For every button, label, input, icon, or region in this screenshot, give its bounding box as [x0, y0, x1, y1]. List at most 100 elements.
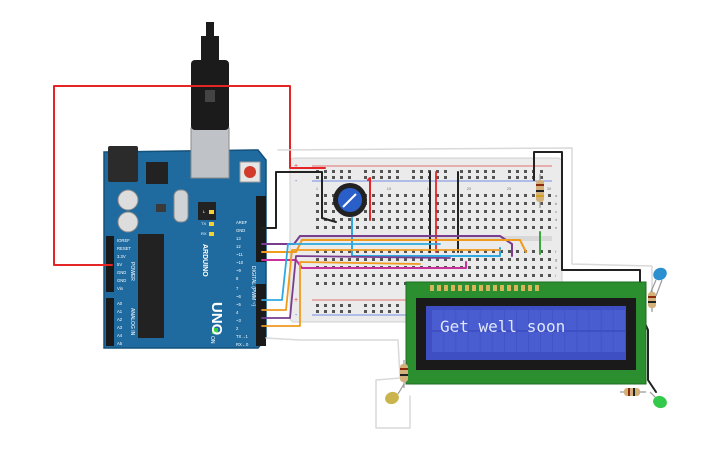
bb-hole — [372, 258, 375, 261]
bb-row-letter-2: c — [555, 209, 557, 214]
bb-rail-hole — [460, 176, 463, 179]
bb-hole — [468, 226, 471, 229]
rail-plus-label-bottom: + — [294, 297, 298, 304]
led-blue[interactable] — [649, 265, 669, 297]
bb-hole — [412, 210, 415, 213]
bb-rail-hole — [492, 170, 495, 173]
bb-rail-hole — [540, 176, 543, 179]
lcd-cell — [540, 310, 553, 330]
bb-hole — [500, 266, 503, 269]
bb-hole — [404, 274, 407, 277]
wire-orange-4[interactable] — [261, 249, 501, 311]
bb-hole — [468, 274, 471, 277]
bb-hole — [356, 250, 359, 253]
bb-hole — [420, 202, 423, 205]
wire-red-5v[interactable] — [53, 85, 326, 266]
arduino-uno-board[interactable]: ARDUINO UNO ON L TX RX POWER ANALOG IN D… — [103, 127, 267, 349]
bb-rail-hole — [364, 310, 367, 313]
bb-hole — [380, 210, 383, 213]
lcd-cell — [504, 310, 517, 330]
digital-pin-label-b3: 4 — [236, 310, 239, 315]
bb-rail-hole — [340, 310, 343, 313]
bb-hole — [540, 226, 543, 229]
bb-hole — [396, 274, 399, 277]
bb-hole — [548, 274, 551, 277]
wires[interactable] — [53, 85, 657, 429]
bb-hole — [500, 274, 503, 277]
wire-orange-11[interactable] — [261, 239, 527, 253]
wire-gray-top[interactable] — [277, 147, 653, 311]
power-pin-label-1: RESET — [117, 246, 131, 251]
wire-purple-3[interactable] — [261, 255, 451, 319]
bb-hole — [452, 250, 455, 253]
bb-hole — [388, 218, 391, 221]
wire-red-rail[interactable] — [367, 177, 371, 221]
wire-black-gnd[interactable] — [261, 171, 337, 229]
bb-hole — [404, 194, 407, 197]
bb-rail-hole — [380, 176, 383, 179]
bb-rail-hole — [324, 310, 327, 313]
resistor-yellow-led[interactable] — [400, 360, 408, 388]
l-led — [209, 210, 214, 214]
bb-hole — [484, 258, 487, 261]
bb-hole — [548, 250, 551, 253]
dc-jack — [108, 146, 138, 182]
bb-hole — [492, 266, 495, 269]
resistor-blue-led[interactable] — [648, 290, 656, 312]
bb-hole — [436, 218, 439, 221]
bb-rail-hole — [364, 170, 367, 173]
potentiometer[interactable] — [333, 183, 367, 217]
lcd-pin — [437, 285, 441, 291]
bb-hole — [484, 194, 487, 197]
capacitor-1 — [117, 189, 139, 211]
bb-hole — [444, 226, 447, 229]
bb-rail-hole — [348, 304, 351, 307]
bb-rail-hole — [324, 170, 327, 173]
bb-hole — [516, 194, 519, 197]
lcd-cell — [468, 332, 480, 352]
bb-hole — [548, 194, 551, 197]
lcd-text: Get well soon — [440, 317, 565, 336]
led-green[interactable] — [649, 391, 669, 410]
wire-magenta[interactable] — [261, 259, 467, 269]
bb-hole — [468, 194, 471, 197]
wire-black-lcd[interactable] — [533, 151, 657, 393]
bb-hole — [420, 226, 423, 229]
bb-hole — [532, 266, 535, 269]
bb-hole — [516, 266, 519, 269]
bb-row-letter-8: i — [555, 273, 556, 278]
lcd-pin — [479, 285, 483, 291]
usb-cable[interactable] — [191, 22, 229, 130]
wire-gray-led[interactable] — [265, 337, 411, 429]
bb-hole — [492, 210, 495, 213]
bb-hole — [364, 282, 367, 285]
bb-rail-hole — [540, 170, 543, 173]
digital-pin-label-1: GND — [236, 228, 245, 233]
bb-hole — [540, 218, 543, 221]
bb-hole — [516, 250, 519, 253]
rx-led — [209, 232, 214, 236]
bb-hole — [444, 258, 447, 261]
bb-hole — [532, 250, 535, 253]
lcd-cell — [516, 332, 529, 352]
wire-cyan-5[interactable] — [261, 243, 441, 301]
bb-hole — [396, 202, 399, 205]
reset-button-cap[interactable] — [244, 166, 256, 178]
bb-hole — [356, 226, 359, 229]
lcd-pin — [465, 285, 469, 291]
bb-hole — [524, 266, 527, 269]
wire-orange-2[interactable] — [261, 261, 421, 327]
lcd-cell — [528, 310, 541, 330]
bb-hole — [500, 210, 503, 213]
bb-rail-hole — [396, 176, 399, 179]
bb-hole — [388, 226, 391, 229]
resistor-green-led[interactable] — [620, 388, 646, 396]
center-channel — [300, 236, 552, 241]
bb-hole — [348, 226, 351, 229]
bb-hole — [516, 218, 519, 221]
bb-hole — [508, 266, 511, 269]
led-yellow[interactable] — [383, 383, 405, 406]
bb-hole — [492, 202, 495, 205]
lcd-module[interactable]: Get well soon — [405, 281, 647, 385]
resistor-breadboard[interactable] — [536, 174, 544, 208]
